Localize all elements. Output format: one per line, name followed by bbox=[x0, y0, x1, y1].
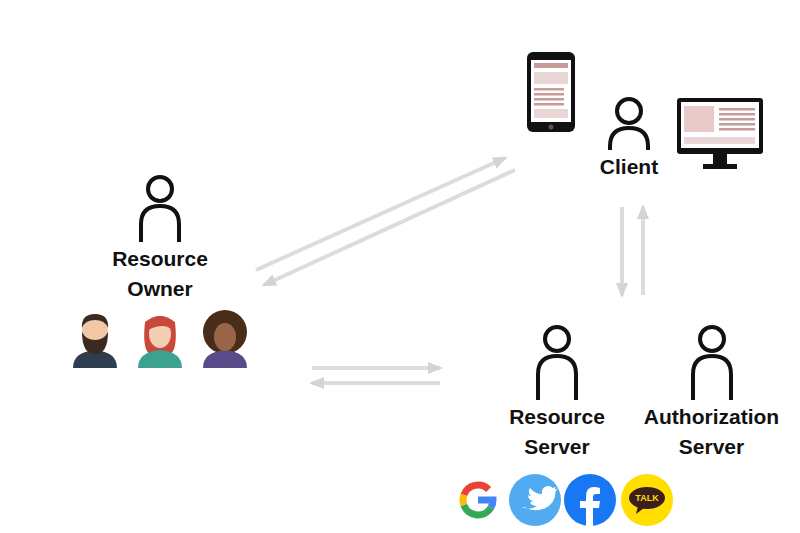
flow-arrow bbox=[264, 170, 515, 285]
person-icon bbox=[687, 322, 737, 402]
client-column: Client bbox=[589, 94, 669, 182]
node-label: Resource Owner bbox=[95, 244, 225, 304]
node-label: Resource Server bbox=[482, 402, 632, 462]
facebook-logo bbox=[564, 474, 616, 526]
kakaotalk-logo bbox=[621, 474, 673, 526]
logo-text: TALK bbox=[627, 492, 667, 504]
flow-arrow bbox=[256, 158, 505, 270]
twitter-logo bbox=[509, 474, 561, 526]
node-label: Client bbox=[589, 152, 669, 182]
flow-arrow bbox=[641, 207, 645, 295]
flow-arrow bbox=[620, 207, 624, 295]
phone-illustration bbox=[525, 50, 577, 134]
flow-arrow bbox=[312, 381, 440, 385]
monitor-illustration bbox=[675, 96, 765, 172]
person-icon bbox=[604, 94, 654, 152]
actor-node: Resource Owner bbox=[70, 172, 250, 386]
google-logo bbox=[452, 474, 504, 526]
actor-node: Resource Server bbox=[478, 322, 636, 462]
flow-arrow bbox=[312, 366, 440, 370]
actor-node: Client bbox=[525, 50, 770, 182]
person-icon bbox=[135, 172, 185, 244]
actor-node: Authorization Server bbox=[630, 322, 793, 462]
person-icon bbox=[532, 322, 582, 402]
user-avatars bbox=[70, 310, 250, 372]
node-label: Authorization Server bbox=[634, 402, 789, 462]
